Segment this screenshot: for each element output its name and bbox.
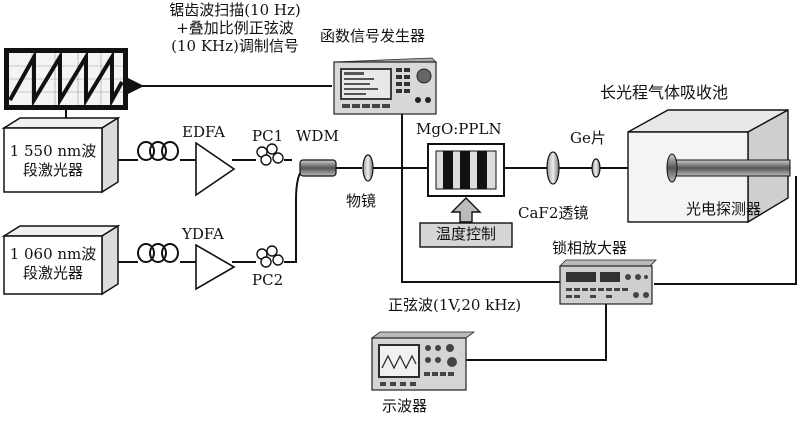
function-generator-device xyxy=(333,57,437,115)
lockin-amplifier-device xyxy=(559,259,657,305)
edfa-amplifier xyxy=(195,141,236,197)
pc1-label: PC1 xyxy=(252,127,284,145)
pc2-controller xyxy=(256,245,284,268)
laser-1060-box xyxy=(1,224,121,296)
sawtooth-label-line3: (10 KHz)调制信号 xyxy=(171,37,299,55)
edfa-label: EDFA xyxy=(182,123,225,141)
photodetector-label: 光电探测器 xyxy=(686,200,762,218)
ge-plate-label: Ge片 xyxy=(570,129,606,147)
objective-lens-label: 物镜 xyxy=(346,192,377,210)
laser-1550-label-line1: 1 550 nm波 xyxy=(9,142,97,160)
temperature-control-label: 温度控制 xyxy=(435,225,496,243)
wdm-coupler xyxy=(299,159,337,177)
lockin-amplifier-label: 锁相放大器 xyxy=(552,239,628,257)
ppln-crystal xyxy=(427,143,505,197)
mgo-ppln-label: MgO:PPLN xyxy=(416,120,502,138)
sawtooth-label-line2: +叠加比例正弦波 xyxy=(176,19,294,37)
caf2-lens-label: CaF2透镜 xyxy=(518,204,589,222)
oscilloscope-label: 示波器 xyxy=(382,397,428,415)
laser-1550-box xyxy=(1,116,121,194)
ge-plate xyxy=(591,158,601,178)
oscilloscope-device xyxy=(370,331,476,391)
objective-lens xyxy=(362,154,374,182)
laser-1060-label-line2: 段激光器 xyxy=(22,264,83,282)
fiber-coil-1 xyxy=(137,141,179,161)
laser-1550-label-line2: 段激光器 xyxy=(22,161,83,179)
wdm-label: WDM xyxy=(296,127,339,145)
sawtooth-wave xyxy=(8,49,124,108)
pc2-label: PC2 xyxy=(252,271,284,289)
function-generator-label: 函数信号发生器 xyxy=(320,27,426,45)
ydfa-amplifier xyxy=(195,243,236,291)
gas-cell-label: 长光程气体吸收池 xyxy=(600,83,729,102)
gas-absorption-cell xyxy=(627,108,789,224)
temperature-arrow xyxy=(450,197,482,223)
ydfa-label: YDFA xyxy=(182,225,224,243)
photodetector-tube xyxy=(667,159,791,177)
laser-1060-label-line1: 1 060 nm波 xyxy=(9,245,97,263)
pc1-controller xyxy=(256,143,284,166)
signal-wires xyxy=(401,114,797,361)
caf2-lens xyxy=(546,151,560,185)
temperature-control-box xyxy=(419,222,513,248)
sine-wave-label: 正弦波(1V,20 kHz) xyxy=(388,296,522,314)
sawtooth-label-line1: 锯齿波扫描(10 Hz) xyxy=(169,1,301,19)
sawtooth-display xyxy=(4,48,128,110)
fiber-coil-2 xyxy=(137,243,179,263)
